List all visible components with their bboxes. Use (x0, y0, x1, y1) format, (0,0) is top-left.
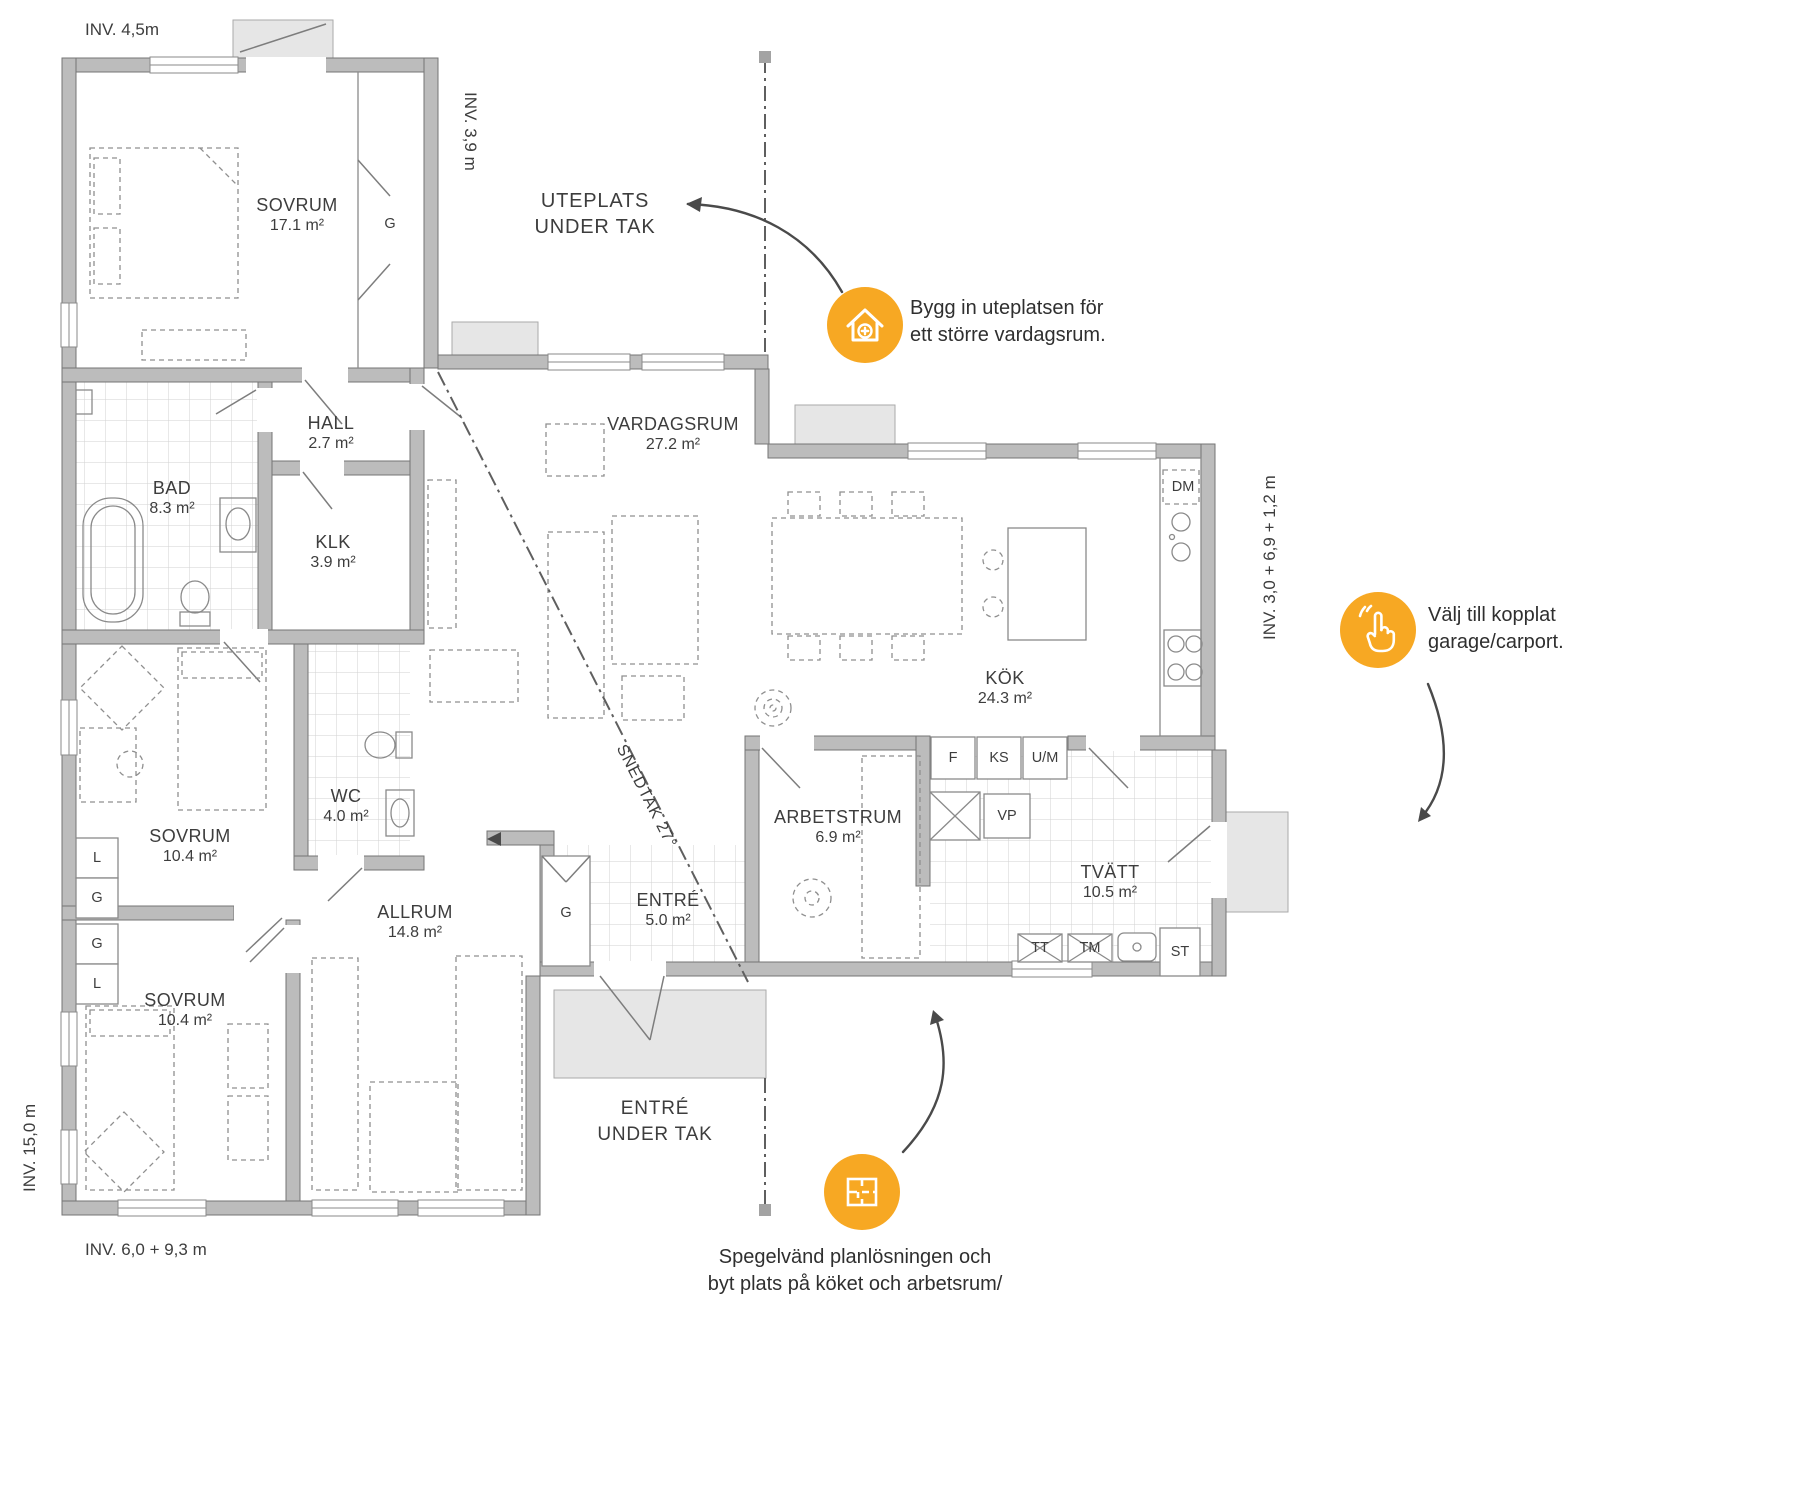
room-label-bad: BAD 8.3 m² (149, 478, 194, 518)
uteplats-note: UTEPLATS UNDER TAK (535, 188, 656, 240)
room-name: BAD (152, 478, 192, 498)
wardrobe-label: G (384, 216, 396, 232)
room-label-klk: KLK 3.9 m² (310, 532, 355, 572)
room-area: 10.4 m² (162, 848, 218, 865)
room-name: VARDAGSRUM (607, 414, 739, 434)
reference-lines (437, 51, 771, 1216)
room-name: SOVRUM (144, 990, 226, 1010)
callout-arrows (686, 197, 1446, 1154)
door-leaves (215, 379, 1211, 1041)
room-area: 27.2 m² (645, 436, 701, 453)
room-area: 24.3 m² (977, 690, 1033, 707)
room-area: 4.0 m² (323, 808, 369, 825)
room-label-arbetsrum: ARBETSTRUM 6.9 m² (774, 807, 902, 847)
room-name: ENTRÉ (636, 890, 700, 910)
dimension-bottom: INV. 6,0 + 9,3 m (85, 1240, 207, 1259)
tiled-floors (76, 382, 1212, 962)
floorplan-icon[interactable] (824, 1154, 900, 1230)
storage-label: ST (1170, 944, 1190, 960)
linen-label-1: L (92, 850, 102, 866)
entre-under-tak-note: ENTRÉ UNDER TAK (597, 1096, 712, 1148)
callout-line: Spegelvänd planlösningen och (718, 1246, 992, 1268)
uteplats-line2: UNDER TAK (534, 216, 656, 238)
dimension-top-left: INV. 4,5m (85, 20, 160, 39)
dimension-top-inner: INV. 3,9 m (461, 92, 480, 171)
room-name: TVÄTT (1080, 862, 1140, 882)
wardrobe-label-1: G (91, 890, 103, 906)
room-name: ARBETSTRUM (773, 807, 903, 827)
dimension-right: INV. 3,0 + 6,9 + 1,2 m (1260, 475, 1279, 640)
room-name: SOVRUM (149, 826, 231, 846)
wardrobe-entre-label: G (560, 905, 572, 921)
callout-text-garage: Välj till kopplat garage/carport. (1428, 602, 1564, 656)
dishwasher-label: DM (1171, 479, 1195, 495)
washer-label: TM (1079, 940, 1101, 956)
room-area: 6.9 m² (815, 829, 861, 846)
room-area: 17.1 m² (269, 217, 325, 234)
linen-label-2: L (92, 976, 102, 992)
callout-text-uteplats: Bygg in uteplatsen för ett större vardag… (910, 295, 1106, 349)
room-name: HALL (307, 413, 355, 433)
callout-text-spegelvand: Spegelvänd planlösningen och byt plats p… (708, 1244, 1003, 1298)
callout-line: Bygg in uteplatsen för (910, 297, 1104, 319)
oven-micro-label: U/M (1031, 750, 1059, 766)
tap-select-icon[interactable] (1340, 592, 1416, 668)
room-name: KLK (315, 532, 351, 552)
room-area: 3.9 m² (310, 554, 356, 571)
room-label-hall: HALL 2.7 m² (308, 413, 355, 453)
room-name: KÖK (985, 668, 1025, 688)
heatpump-label: VP (997, 808, 1017, 824)
room-label-wc: WC 4.0 m² (323, 786, 368, 826)
entre-line2: UNDER TAK (597, 1124, 713, 1145)
room-label-sovrum-2: SOVRUM 10.4 m² (149, 826, 230, 866)
door-openings (220, 57, 1227, 977)
room-name: SOVRUM (256, 195, 338, 215)
dryer-label: TT (1031, 940, 1049, 956)
callout-line: byt plats på köket och arbetsrum/ (707, 1273, 1003, 1295)
room-area: 2.7 m² (308, 435, 354, 452)
room-area: 5.0 m² (645, 912, 691, 929)
room-label-vardagsrum: VARDAGSRUM 27.2 m² (607, 414, 739, 454)
callout-line: garage/carport. (1428, 631, 1564, 653)
room-label-tvatt: TVÄTT 10.5 m² (1081, 862, 1140, 902)
furniture (79, 147, 1004, 1193)
room-label-entre: ENTRÉ 5.0 m² (636, 890, 699, 930)
room-name: ALLRUM (377, 902, 453, 922)
fixtures (75, 72, 1203, 1005)
walls (61, 57, 1227, 1216)
room-area: 8.3 m² (149, 500, 195, 517)
house-plus-icon[interactable] (827, 287, 903, 363)
room-area: 10.5 m² (1082, 884, 1138, 901)
freezer-label: F (948, 750, 958, 766)
wardrobe-label-2: G (91, 936, 103, 952)
room-area: 14.8 m² (387, 924, 443, 941)
room-name: WC (330, 786, 362, 806)
canopies (232, 19, 1289, 1079)
room-label-kok: KÖK 24.3 m² (978, 668, 1032, 708)
callout-line: ett större vardagsrum. (910, 324, 1106, 346)
fridge-label: KS (989, 750, 1009, 766)
room-label-allrum: ALLRUM 14.8 m² (377, 902, 452, 942)
room-label-sovrum-1: SOVRUM 17.1 m² (256, 195, 337, 235)
dimension-left: INV. 15,0 m (20, 1103, 39, 1192)
uteplats-line1: UTEPLATS (540, 190, 650, 212)
entre-line1: ENTRÉ (620, 1098, 690, 1119)
callout-line: Välj till kopplat (1428, 604, 1556, 626)
windows (60, 56, 1157, 1217)
room-label-sovrum-3: SOVRUM 10.4 m² (144, 990, 225, 1030)
room-area: 10.4 m² (157, 1012, 213, 1029)
